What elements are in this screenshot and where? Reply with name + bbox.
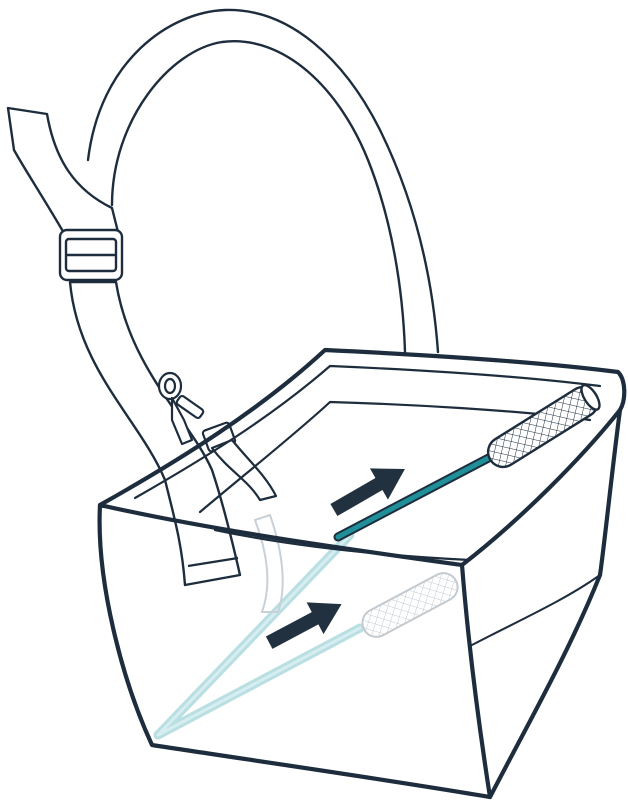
- insert-rod-arrow-lower: [261, 588, 350, 658]
- shoulder-strap-left: [8, 108, 240, 585]
- rod-mesh-grip: [482, 381, 603, 472]
- shoulder-strap-arch: [88, 10, 438, 352]
- insert-rod-arrow-upper: [325, 453, 414, 525]
